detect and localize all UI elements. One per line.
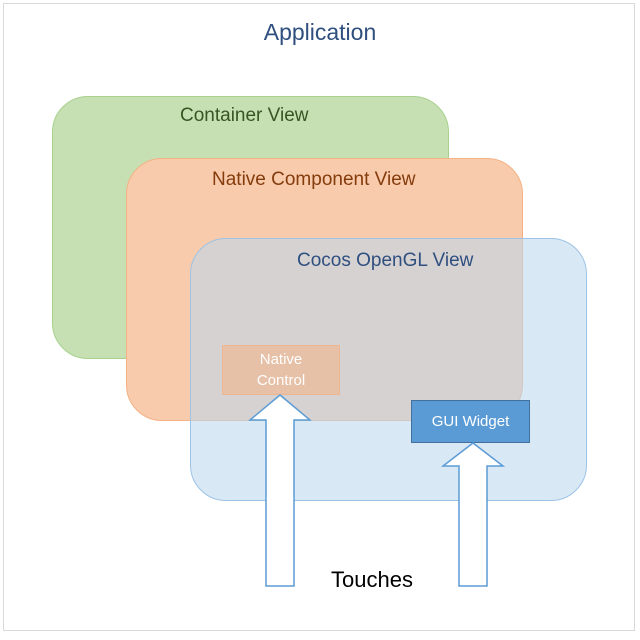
cocos-opengl-view-box — [190, 238, 587, 501]
native-control-box: Native Control — [222, 345, 340, 395]
native-control-label-line-1: Native — [259, 351, 303, 368]
application-frame — [3, 3, 635, 631]
touch-arrow-to-native-control — [248, 394, 312, 587]
application-title: Application — [263, 19, 377, 45]
touches-label: Touches — [331, 567, 413, 592]
container-view-label: Container View — [180, 105, 309, 126]
native-component-view-label: Native Component View — [212, 169, 416, 190]
touch-arrow-to-gui-widget — [441, 442, 505, 587]
gui-widget-box: GUI Widget — [411, 400, 530, 443]
native-control-label-line-2: Control — [256, 372, 306, 389]
cocos-opengl-view-label: Cocos OpenGL View — [297, 250, 474, 271]
